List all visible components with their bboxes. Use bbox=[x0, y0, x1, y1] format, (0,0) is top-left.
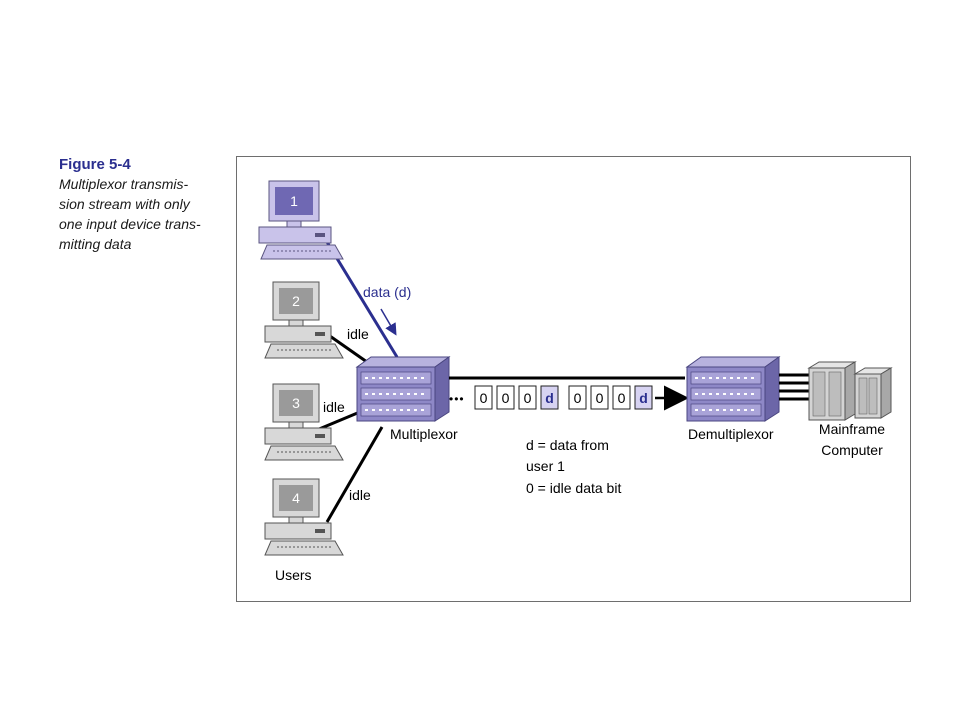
diagram-panel: 1 2 3 4 Users data (d) idle idle id bbox=[236, 156, 911, 602]
terminal-number-1: 1 bbox=[290, 193, 298, 209]
demultiplexor-device bbox=[685, 356, 781, 422]
idle-cell bbox=[590, 385, 609, 410]
idle-cell bbox=[612, 385, 631, 410]
legend-line-1: d = data from bbox=[526, 437, 609, 453]
mainframe-label-line-1: Mainframe bbox=[819, 421, 885, 437]
caption-line: mitting data bbox=[59, 236, 132, 252]
idle-label-2: idle bbox=[347, 326, 369, 342]
legend-line-3: 0 = idle data bit bbox=[526, 480, 621, 496]
data-link-label: data (d) bbox=[363, 284, 411, 300]
mainframe-label-line-2: Computer bbox=[821, 442, 883, 458]
multiplexor-label: Multiplexor bbox=[390, 426, 458, 442]
idle-cell bbox=[568, 385, 587, 410]
terminal-3: 3 bbox=[264, 383, 344, 461]
figure-caption: Figure 5-4 Multiplexor transmis- sion st… bbox=[59, 156, 231, 254]
stream-cell-label: 0 bbox=[596, 390, 604, 406]
idle-cell bbox=[474, 385, 493, 410]
idle-cell bbox=[518, 385, 537, 410]
idle-cell bbox=[496, 385, 515, 410]
stream-cell-label: d bbox=[545, 390, 554, 406]
terminal-2: 2 bbox=[264, 281, 344, 359]
users-label: Users bbox=[275, 567, 312, 583]
multiplexor-device bbox=[355, 356, 451, 422]
caption-line: Multiplexor transmis- bbox=[59, 176, 189, 192]
terminal-4: 4 bbox=[264, 478, 344, 556]
idle-link-line-4 bbox=[325, 426, 384, 523]
figure-description: Multiplexor transmis- sion stream with o… bbox=[59, 174, 231, 254]
mainframe-computer bbox=[807, 361, 893, 421]
stream-cell-label: 0 bbox=[524, 390, 532, 406]
data-cell bbox=[540, 385, 559, 410]
stream-cell-label: d bbox=[639, 390, 648, 406]
data-link-line bbox=[325, 241, 399, 358]
terminal-number-3: 3 bbox=[292, 395, 300, 411]
stream-cell-label: 0 bbox=[502, 390, 510, 406]
stream-cell-label: 0 bbox=[618, 390, 626, 406]
caption-line: sion stream with only bbox=[59, 196, 190, 212]
stream-cell-label: 0 bbox=[480, 390, 488, 406]
idle-label-4: idle bbox=[349, 487, 371, 503]
data-cell bbox=[634, 385, 653, 410]
stream-ellipsis: ••• bbox=[449, 392, 465, 406]
data-direction-arrow bbox=[380, 308, 397, 336]
terminal-number-4: 4 bbox=[292, 490, 300, 506]
demultiplexor-label: Demultiplexor bbox=[688, 426, 774, 442]
legend-line-2: user 1 bbox=[526, 458, 565, 474]
idle-label-3: idle bbox=[323, 399, 345, 415]
figure-number: Figure 5-4 bbox=[59, 156, 131, 173]
caption-line: one input device trans- bbox=[59, 216, 201, 232]
stream-cell-label: 0 bbox=[574, 390, 582, 406]
terminal-number-2: 2 bbox=[292, 293, 300, 309]
terminal-1: 1 bbox=[258, 180, 344, 260]
multiplexing-diagram: 1 2 3 4 Users data (d) idle idle id bbox=[258, 180, 893, 583]
mainframe-links bbox=[779, 373, 809, 401]
